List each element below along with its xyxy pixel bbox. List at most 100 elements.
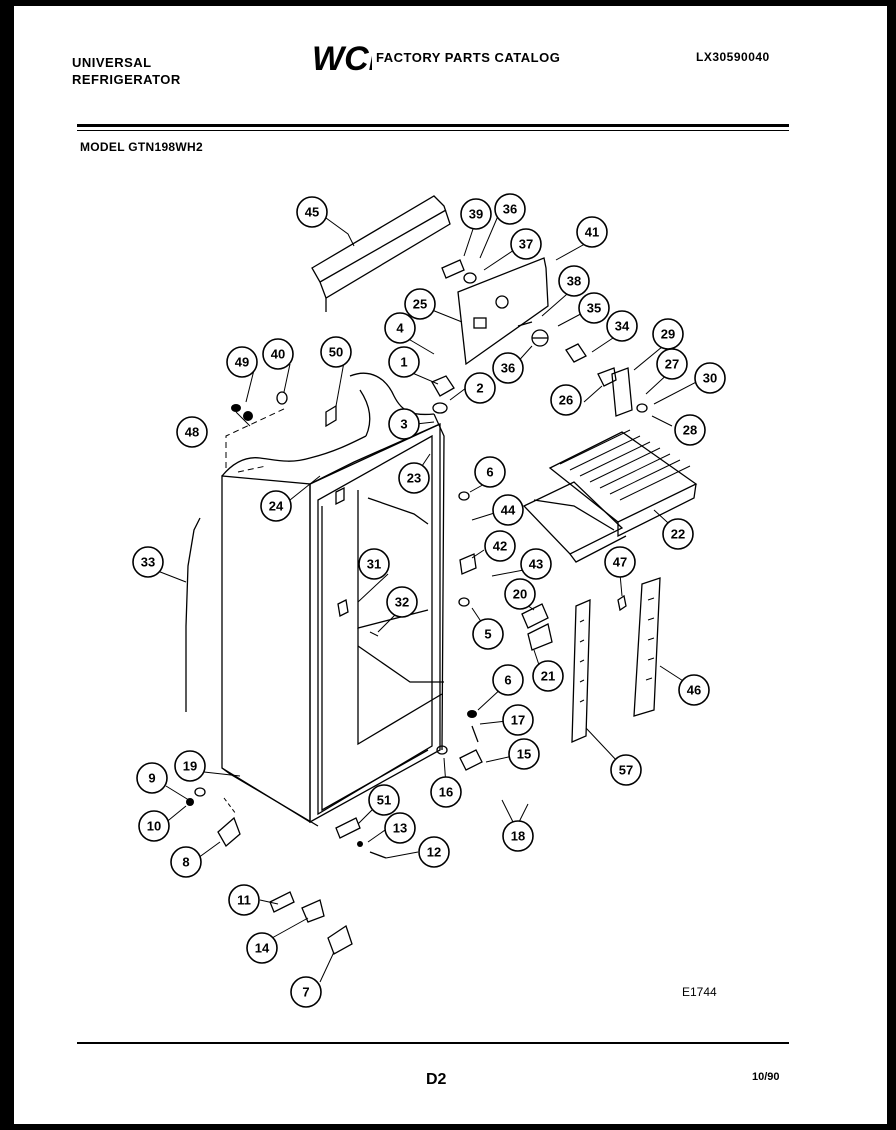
- model-label: MODEL GTN198WH2: [80, 140, 203, 154]
- callout-29: 29: [652, 318, 684, 350]
- svg-text:4: 4: [396, 321, 404, 336]
- svg-text:26: 26: [559, 393, 573, 408]
- svg-text:15: 15: [517, 747, 531, 762]
- svg-text:38: 38: [567, 274, 581, 289]
- callout-26: 26: [550, 384, 582, 416]
- svg-text:6: 6: [504, 673, 511, 688]
- callout-43: 43: [520, 548, 552, 580]
- svg-text:27: 27: [665, 357, 679, 372]
- document-id: LX30590040: [696, 50, 770, 64]
- brand-line-2: REFRIGERATOR: [72, 72, 181, 87]
- logo-lettering: WCI: [312, 40, 372, 76]
- svg-text:11: 11: [237, 893, 251, 908]
- svg-text:33: 33: [141, 555, 155, 570]
- svg-text:6: 6: [486, 465, 493, 480]
- callout-10: 10: [138, 810, 170, 842]
- callout-19: 19: [174, 750, 206, 782]
- svg-text:12: 12: [427, 845, 441, 860]
- svg-text:18: 18: [511, 829, 525, 844]
- part-22-evaporator: [522, 429, 698, 563]
- svg-text:40: 40: [271, 347, 285, 362]
- callout-46: 46: [678, 674, 710, 706]
- callout-33: 33: [132, 546, 164, 578]
- svg-text:47: 47: [613, 555, 627, 570]
- callout-14: 14: [246, 932, 278, 964]
- catalog-page: UNIVERSAL REFRIGERATOR WCI FACTORY PARTS…: [14, 6, 887, 1124]
- svg-text:14: 14: [255, 941, 270, 956]
- part-33-tube: [185, 517, 201, 712]
- callout-32: 32: [386, 586, 418, 618]
- svg-text:45: 45: [305, 205, 319, 220]
- svg-text:3: 3: [400, 417, 407, 432]
- svg-text:28: 28: [683, 423, 697, 438]
- svg-text:50: 50: [329, 345, 343, 360]
- part-57-rail: [571, 599, 591, 743]
- svg-text:36: 36: [503, 202, 517, 217]
- callout-41: 41: [576, 216, 608, 248]
- callout-34: 34: [606, 310, 638, 342]
- callout-44: 44: [492, 494, 524, 526]
- callout-48: 48: [176, 416, 208, 448]
- callout-50: 50: [320, 336, 352, 368]
- callout-6-bottom: 6: [492, 664, 524, 696]
- svg-text:46: 46: [687, 683, 701, 698]
- svg-text:13: 13: [393, 821, 407, 836]
- small-parts: [186, 259, 648, 955]
- svg-text:48: 48: [185, 425, 199, 440]
- callout-37: 37: [510, 228, 542, 260]
- callout-47: 47: [604, 546, 636, 578]
- callout-38: 38: [558, 265, 590, 297]
- callout-2: 2: [464, 372, 496, 404]
- callout-6-top: 6: [474, 456, 506, 488]
- svg-text:24: 24: [269, 499, 284, 514]
- callout-11: 11: [228, 884, 260, 916]
- callout-5: 5: [472, 618, 504, 650]
- svg-text:25: 25: [413, 297, 427, 312]
- svg-text:39: 39: [469, 207, 483, 222]
- callout-17: 17: [502, 704, 534, 736]
- svg-text:42: 42: [493, 539, 507, 554]
- callout-39: 39: [460, 198, 492, 230]
- callout-16: 16: [430, 776, 462, 808]
- svg-text:57: 57: [619, 763, 633, 778]
- svg-text:2: 2: [476, 381, 483, 396]
- callout-7: 7: [290, 976, 322, 1008]
- page-number: D2: [426, 1071, 447, 1088]
- svg-text:19: 19: [183, 759, 197, 774]
- footer-rule: [77, 1042, 789, 1044]
- svg-text:32: 32: [395, 595, 409, 610]
- callout-4: 4: [384, 312, 416, 344]
- callout-40: 40: [262, 338, 294, 370]
- catalog-title: FACTORY PARTS CATALOG: [376, 50, 561, 65]
- svg-text:35: 35: [587, 301, 601, 316]
- callout-28: 28: [674, 414, 706, 446]
- svg-text:21: 21: [541, 669, 555, 684]
- callout-35: 35: [578, 292, 610, 324]
- part-45-top-panel: [311, 195, 451, 312]
- header-rule-thin: [77, 130, 789, 131]
- callout-57: 57: [610, 754, 642, 786]
- part-41-control-panel: [457, 257, 549, 366]
- svg-text:36: 36: [501, 361, 515, 376]
- svg-text:51: 51: [377, 793, 391, 808]
- callout-12: 12: [418, 836, 450, 868]
- callout-21: 21: [532, 660, 564, 692]
- header-rule-thick: [77, 124, 789, 127]
- svg-text:16: 16: [439, 785, 453, 800]
- svg-text:20: 20: [513, 587, 527, 602]
- callout-25: 25: [404, 288, 436, 320]
- callout-20: 20: [504, 578, 536, 610]
- callout-27: 27: [656, 348, 688, 380]
- callout-9: 9: [136, 762, 168, 794]
- exploded-parts-diagram: 45 39 36 37 41 38 25 35 34 4 29 40 50 49…: [132, 193, 726, 1008]
- callout-36-top: 36: [494, 193, 526, 225]
- callout-31: 31: [358, 548, 390, 580]
- svg-text:10: 10: [147, 819, 161, 834]
- callout-18: 18: [502, 820, 534, 852]
- callout-1: 1: [388, 346, 420, 378]
- callout-3: 3: [388, 408, 420, 440]
- svg-text:7: 7: [302, 985, 309, 1000]
- svg-text:37: 37: [519, 237, 533, 252]
- callout-labels: 45 39 36 37 41 38 25 35 34 4 29 40 50 49…: [132, 193, 726, 1008]
- callout-36-bottom: 36: [492, 352, 524, 384]
